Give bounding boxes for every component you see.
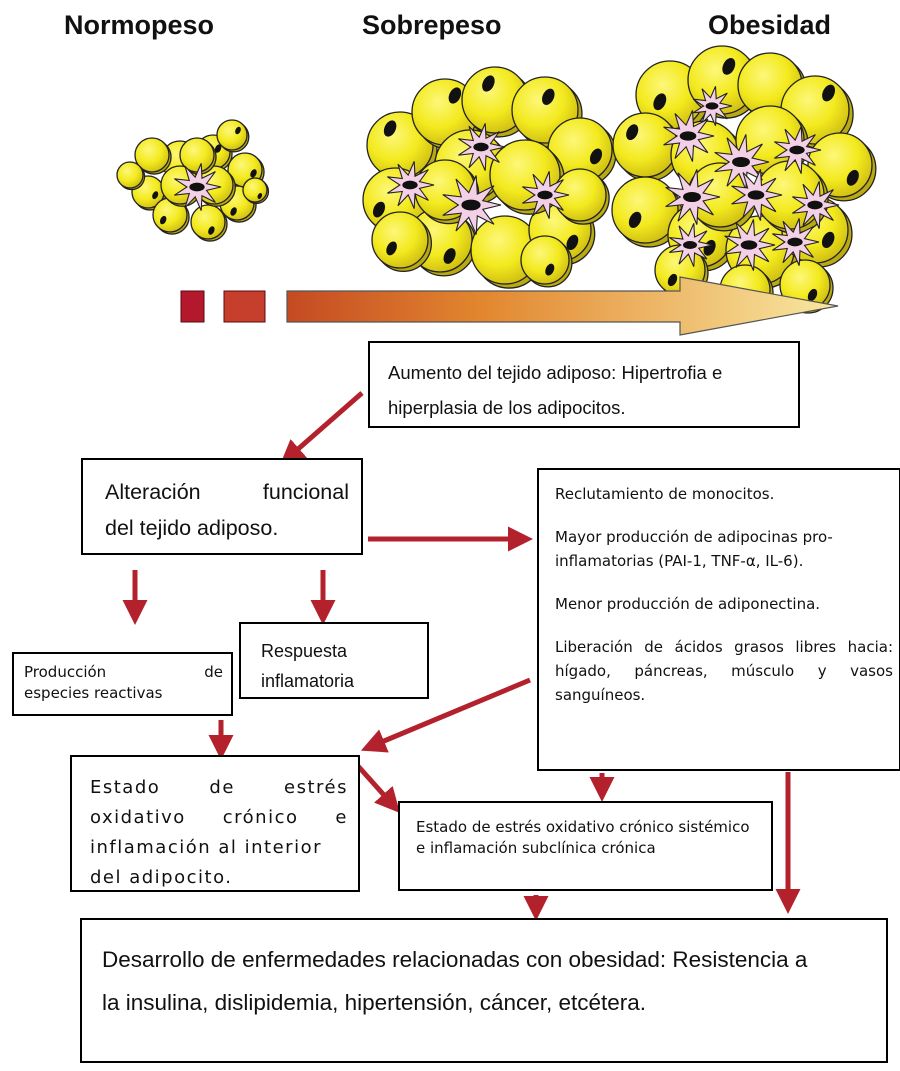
cell-nucleus: [846, 169, 859, 186]
box-estado-estres-local: Estado de estrés oxidativo crónico e inf…: [70, 755, 360, 892]
box-estado1-line-1: Estado de estrés: [90, 777, 348, 798]
cell-nucleus: [443, 248, 456, 264]
box-reclutamiento: Reclutamiento de monocitos. Mayor produc…: [537, 468, 900, 771]
stage-title-obesidad: Obesidad: [708, 10, 832, 40]
cell-nucleus: [159, 215, 167, 225]
cell-nucleus: [372, 201, 386, 218]
cell-nucleus: [482, 75, 495, 92]
box-produccion-line-1: Producción de: [24, 663, 223, 681]
box-reclut-item-1: Reclutamiento de monocitos.: [555, 485, 775, 503]
box-estado1-line-4: del adipocito.: [90, 867, 233, 888]
box-desarrollo-line-1: Desarrollo de enfermedades relacionadas …: [102, 947, 808, 972]
cell-nucleus: [628, 211, 642, 229]
macrophage-nucleus: [747, 190, 765, 200]
cell-nucleus: [566, 234, 579, 251]
macrophage-nucleus: [402, 180, 418, 190]
box-reclut-item-4: Liberación de ácidos grasos libres hacia…: [555, 638, 893, 704]
progression-dash-1: [180, 290, 205, 323]
adipocyte-cell: [242, 177, 270, 205]
macrophage-nucleus: [679, 131, 697, 141]
cell-nucleus: [821, 231, 835, 249]
macrophage-nucleus: [473, 142, 489, 152]
stage-title-sobrepeso: Sobrepeso: [362, 10, 502, 40]
macrophage-nucleus: [789, 145, 805, 155]
adipocyte-cell: [216, 119, 250, 153]
macrophage-nucleus: [682, 241, 698, 249]
arrow-reclut-to-estado-local: [360, 677, 531, 753]
cell-nucleus: [542, 88, 555, 105]
flow-arrows: [122, 391, 801, 922]
adipocyte-cluster-sobrepeso: [362, 66, 617, 289]
box-desarrollo-line-2: la insulina, dislipidemia, hipertensión,…: [102, 990, 647, 1015]
cell-nucleus: [667, 273, 678, 287]
cell-nucleus: [250, 169, 257, 178]
box-desarrollo-enfermedades: Desarrollo de enfermedades relacionadas …: [80, 918, 888, 1063]
adipocyte-cell: [611, 176, 683, 248]
adipocyte-cell: [371, 211, 433, 273]
box-estado1-line-2: oxidativo crónico e: [90, 807, 348, 828]
adipocyte-cell: [134, 137, 172, 175]
cell-nucleus: [230, 207, 237, 216]
macrophage-nucleus: [807, 200, 823, 210]
cell-nucleus: [448, 87, 462, 104]
cell-nucleus: [214, 144, 222, 153]
cell-nucleus: [722, 58, 736, 75]
cell-nucleus: [807, 288, 818, 302]
cell-nucleus: [626, 124, 639, 141]
box-estado-estres-sistemico: Estado de estrés oxidativo crónico sisté…: [398, 801, 773, 891]
adipocyte-cell: [807, 132, 877, 202]
macrophage-nucleus: [189, 182, 205, 192]
box-estado1-line-3: inflamación al interior: [90, 837, 322, 858]
adipocyte-cell: [116, 161, 146, 191]
cell-nucleus: [653, 93, 667, 111]
box-produccion-especies: Producción de especies reactivas: [12, 652, 233, 716]
adipocyte-cell: [547, 117, 617, 187]
stage-title-normopeso: Normopeso: [64, 10, 215, 40]
macrophage-nucleus: [787, 237, 803, 247]
box-estado2-text: Estado de estrés oxidativo crónico sisté…: [416, 818, 750, 857]
box-aumento-text: Aumento del tejido adiposo: Hipertrofia …: [388, 362, 723, 418]
cell-nucleus: [257, 193, 263, 199]
cell-nucleus: [208, 226, 215, 235]
progression-dash-2: [223, 290, 266, 323]
box-alteracion-line-2: del tejido adiposo.: [105, 516, 279, 540]
cell-nucleus: [235, 126, 241, 135]
cell-nucleus: [383, 120, 397, 137]
adipocyte-cluster-normopeso: [116, 119, 270, 242]
adipocyte-cluster-obesidad: [611, 45, 877, 319]
box-alteracion-funcional: Alteración funcional del tejido adiposo.: [81, 458, 363, 555]
arrow-aumento-to-alteracion: [279, 391, 364, 465]
box-reclut-item-2: Mayor producción de adipocinas pro-infla…: [555, 528, 833, 570]
cell-nucleus: [386, 241, 397, 256]
box-reclut-item-3: Menor producción de adiponectina.: [555, 595, 821, 613]
box-aumento-tejido: Aumento del tejido adiposo: Hipertrofia …: [368, 341, 800, 428]
macrophage-nucleus: [683, 191, 701, 203]
cell-nucleus: [152, 191, 159, 200]
macrophage-nucleus: [537, 190, 553, 200]
box-respuesta-inflamatoria: Respuesta inflamatoria: [239, 622, 429, 699]
macrophage-nucleus: [732, 156, 750, 168]
cell-nucleus: [589, 148, 603, 165]
arrow-estado-local-to-sistemico: [356, 764, 401, 813]
progression-gradient-arrow: [286, 276, 839, 336]
box-respuesta-line-1: Respuesta: [261, 641, 348, 661]
box-alteracion-line-1: Alteración funcional: [105, 480, 349, 504]
adipocyte-cell: [520, 235, 573, 288]
cell-nucleus: [822, 84, 836, 102]
adipocyte-cell: [190, 204, 228, 242]
cell-nucleus: [545, 263, 555, 276]
macrophage-nucleus: [461, 199, 481, 211]
macrophage-nucleus: [740, 240, 758, 250]
box-produccion-line-2: especies reactivas: [24, 684, 163, 702]
box-respuesta-line-2: inflamatoria: [261, 671, 355, 691]
macrophage-nucleus: [705, 102, 719, 110]
progression-arrow: [180, 276, 839, 336]
